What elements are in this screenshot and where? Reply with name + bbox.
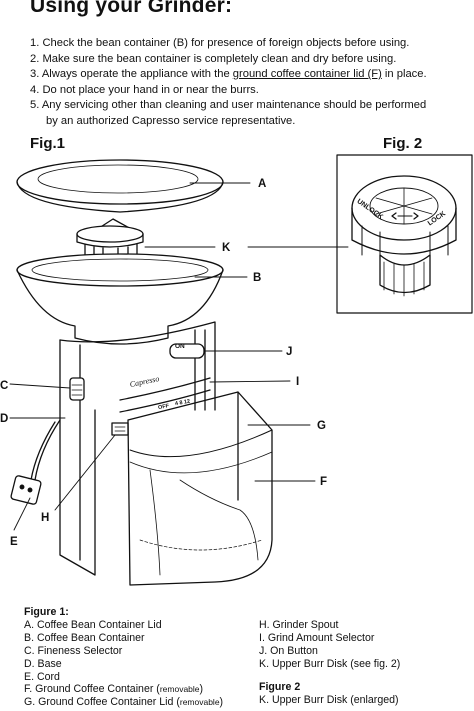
step-1: 1. Check the bean container (B) for pres… [30, 37, 410, 49]
callout-d: D [0, 413, 8, 425]
page-title: Using your Grinder: [30, 0, 233, 17]
callout-leaders [9, 182, 349, 531]
fig2-enlarged-burr [336, 154, 473, 314]
selector-scale-label: 4 8 12 [175, 399, 191, 408]
legend-left: Figure 1: A. Coffee Bean Container Lid B… [24, 606, 223, 709]
brand-logo-text: Capresso [129, 374, 160, 389]
on-button-label: ON [175, 343, 185, 350]
legend-item-i: I. Grind Amount Selector [259, 631, 375, 644]
legend-item-a: A. Coffee Bean Container Lid [24, 618, 162, 631]
fig2-label: Fig. 2 [383, 135, 423, 152]
bean-container-lid [16, 159, 224, 213]
callout-e: E [10, 536, 18, 548]
step-2: 2. Make sure the bean container is compl… [30, 52, 397, 65]
callout-a: A [258, 178, 266, 190]
ground-coffee-container [127, 391, 273, 586]
grinder-base [59, 321, 216, 576]
legend-fig2-item: K. Upper Burr Disk (enlarged) [259, 693, 399, 706]
legend-item-c: C. Fineness Selector [24, 644, 123, 657]
legend-item-f: F. Ground Coffee Container (removable) [24, 683, 204, 696]
callout-i: I [296, 376, 299, 388]
step-4: 4. Do not place your hand in or near the… [30, 83, 259, 96]
callout-g: G [317, 420, 326, 432]
legend-item-g: G. Ground Coffee Container Lid (removabl… [24, 696, 224, 709]
step-3: 3. Always operate the appliance with the… [30, 68, 427, 81]
legend-item-b: B. Coffee Bean Container [24, 631, 145, 644]
callout-c: C [0, 380, 8, 392]
bean-container [16, 253, 224, 345]
legend-item-k: K. Upper Burr Disk (see fig. 2) [259, 657, 401, 670]
selector-off-label: OFF [158, 403, 171, 411]
callout-f: F [320, 476, 327, 488]
callout-j: J [286, 346, 292, 358]
legend-right: H. Grinder Spout I. Grind Amount Selecto… [259, 619, 400, 706]
step-5-continued: by an authorized Capresso service repres… [46, 114, 296, 127]
figure1-title: Figure 1: [24, 606, 69, 618]
callout-b: B [253, 272, 261, 284]
fig1-label: Fig.1 [30, 135, 66, 152]
figure2-title: Figure 2 [259, 680, 301, 693]
legend-item-h: H. Grinder Spout [259, 619, 339, 631]
step-5: 5. Any servicing other than cleaning and… [30, 99, 427, 112]
instruction-list: 1. Check the bean container (B) for pres… [30, 36, 470, 130]
legend-item-j: J. On Button [259, 644, 318, 657]
power-cord [10, 419, 61, 505]
legend-item-e: E. Cord [24, 670, 60, 683]
legend-item-d: D. Base [24, 657, 62, 670]
callout-k: K [222, 242, 231, 254]
callout-h: H [41, 512, 49, 524]
